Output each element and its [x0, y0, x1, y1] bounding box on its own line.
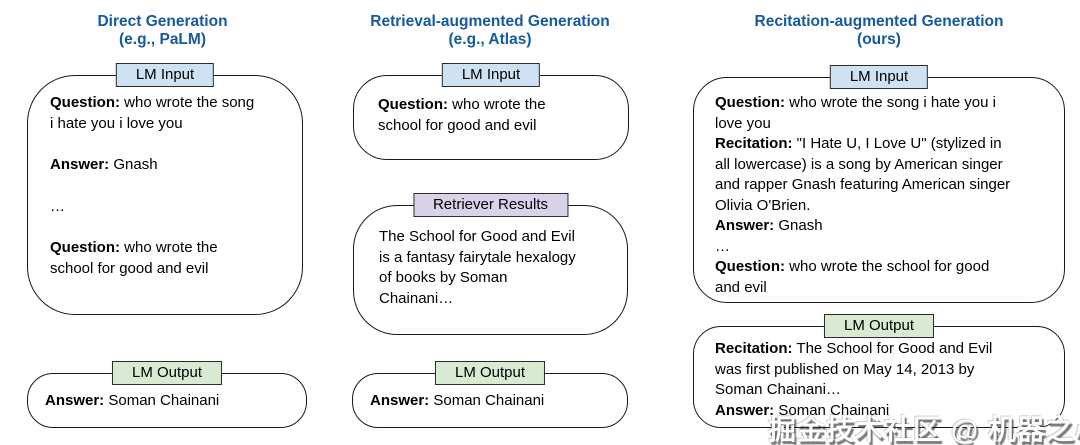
text-line: … — [50, 197, 65, 215]
recitation-lm-output-box: LM Output Recitation: The School for Goo… — [693, 314, 1065, 428]
lm-input-content: Question: who wrote the song i hate you … — [28, 76, 302, 279]
text-line: Question: who wrote the — [378, 96, 546, 113]
title-line: Direct Generation — [97, 13, 228, 30]
text-line: Answer: Soman Chainani — [370, 392, 545, 409]
lm-input-content: Question: who wrote the school for good … — [354, 76, 628, 136]
text-line: love you — [715, 114, 771, 132]
text-line: and evil — [715, 278, 767, 296]
title-line: Recitation-augmented Generation — [754, 13, 1004, 30]
text-line: Question: who wrote the school for good — [715, 258, 990, 275]
text-line: all lowercase) is a song by American sin… — [715, 155, 1003, 173]
subtitle-line: (ours) — [857, 30, 901, 48]
text-line: Answer: Soman Chainani — [715, 401, 890, 419]
text-line: The School for Good and Evil — [379, 228, 575, 245]
text-line: i hate you i love you — [50, 114, 183, 132]
text-line: school for good and evil — [378, 116, 537, 134]
recitation-lm-input-box: LM Input Question: who wrote the song i … — [693, 65, 1065, 303]
lm-output-label: LM Output — [111, 361, 223, 385]
text-line: school for good and evil — [50, 259, 209, 277]
retriever-results-box: Retriever Results The School for Good an… — [353, 193, 628, 335]
text-line: of books by Soman — [379, 269, 508, 286]
lm-output-content: Answer: Soman Chainani — [353, 374, 627, 412]
retriever-results-label: Retriever Results — [412, 193, 569, 217]
lm-input-label: LM Input — [829, 65, 929, 89]
text-line: was first published on May 14, 2013 by — [715, 360, 975, 378]
retriever-results-content: The School for Good and Evil is a fantas… — [354, 206, 627, 309]
retrieval-lm-input-box: LM Input Question: who wrote the school … — [353, 63, 629, 160]
text-line: Recitation: The School for Good and Evil — [715, 340, 993, 357]
lm-output-label: LM Output — [823, 314, 935, 338]
text-line: Chainani… — [379, 289, 454, 307]
text-line: Recitation: "I Hate U, I Love U" (styliz… — [715, 135, 1002, 152]
lm-output-label: LM Output — [434, 361, 546, 385]
text-line: Olivia O'Brien. — [715, 196, 811, 214]
lm-output-content: Recitation: The School for Good and Evil… — [694, 327, 1064, 421]
subtitle-line: (e.g., PaLM) — [119, 30, 206, 48]
lm-input-label: LM Input — [441, 63, 541, 87]
text-line: Answer: Soman Chainani — [45, 392, 220, 409]
text-line: Soman Chainani… — [715, 381, 841, 398]
text-line: Answer: Gnash — [50, 156, 158, 173]
text-line: and rapper Gnash featuring American sing… — [715, 176, 1011, 193]
text-line: is a fantasy fairytale hexalogy — [379, 248, 576, 266]
subtitle-line: (e.g., Atlas) — [448, 30, 532, 48]
column-title-recitation-augmented: Recitation-augmented Generation (ours) — [698, 13, 1060, 48]
retrieval-lm-output-box: LM Output Answer: Soman Chainani — [352, 361, 628, 428]
lm-input-content: Question: who wrote the song i hate you … — [694, 78, 1064, 298]
direct-lm-input-box: LM Input Question: who wrote the song i … — [27, 63, 303, 315]
lm-output-content: Answer: Soman Chainani — [28, 374, 306, 412]
lm-input-label: LM Input — [115, 63, 215, 87]
direct-lm-output-box: LM Output Answer: Soman Chainani — [27, 361, 307, 428]
column-title-direct-generation: Direct Generation (e.g., PaLM) — [40, 13, 285, 48]
text-line: Answer: Gnash — [715, 217, 823, 234]
text-line: Question: who wrote the song — [50, 94, 255, 111]
text-line: Question: who wrote the — [50, 239, 218, 256]
text-line: Question: who wrote the song i hate you … — [715, 94, 996, 111]
title-line: Retrieval-augmented Generation — [370, 13, 610, 30]
text-line: … — [715, 237, 730, 255]
watermark-text: 掘金技术社区 @ 机器之心 — [768, 414, 1080, 445]
column-title-retrieval-augmented: Retrieval-augmented Generation (e.g., At… — [350, 13, 630, 48]
